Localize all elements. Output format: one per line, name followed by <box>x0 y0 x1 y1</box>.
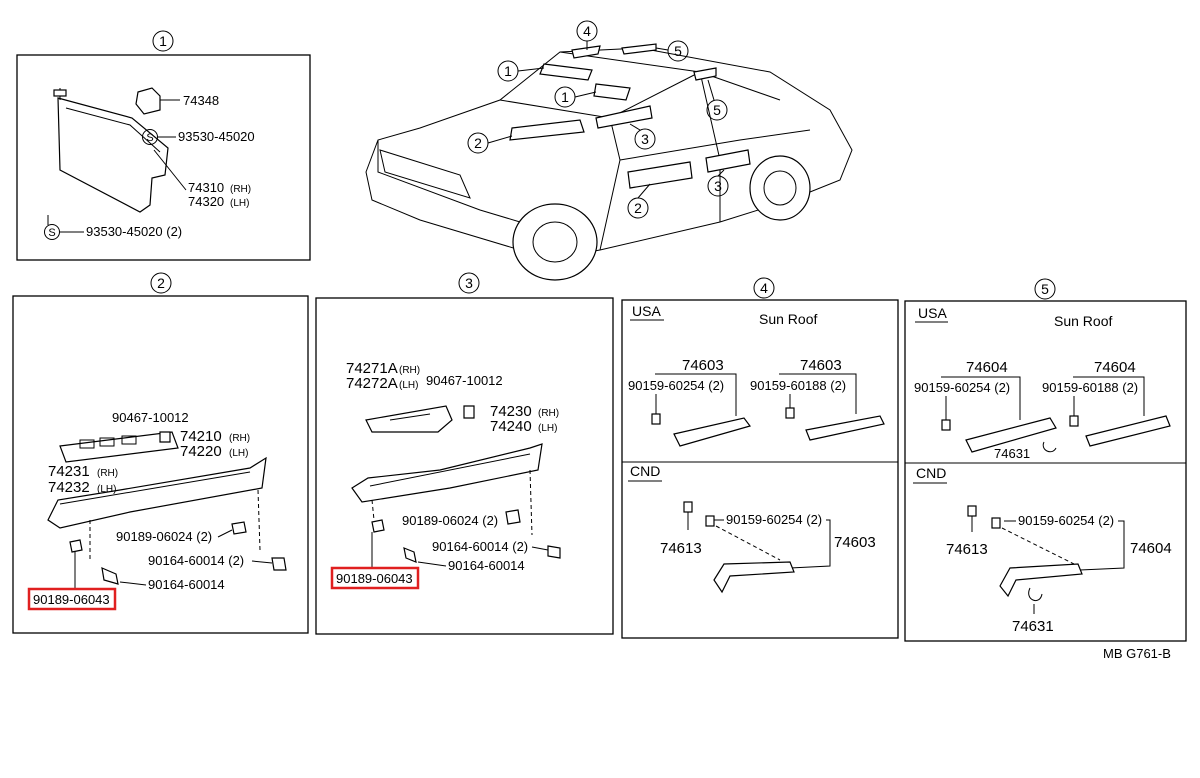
panel-5-frame <box>904 300 1187 642</box>
svg-text:2: 2 <box>474 135 482 151</box>
svg-text:1: 1 <box>159 33 167 49</box>
label-90164-60014: 90164-60014 <box>148 577 225 592</box>
panel-5-usa-drawing <box>941 396 1171 453</box>
label-74613-p5: 74613 <box>946 541 988 558</box>
panel-4-frame <box>621 299 899 639</box>
label-usa-p5: USA <box>918 305 947 321</box>
diagram-code: MB G761-B <box>1103 646 1171 661</box>
label-74271A: 74271A <box>346 360 398 377</box>
label-74231-rh: (RH) <box>97 468 118 479</box>
label-90164-60014-p3: 90164-60014 <box>448 558 525 573</box>
svg-text:4: 4 <box>583 23 591 39</box>
label-74271A-rh: (RH) <box>399 365 420 376</box>
s-mark-lower: S <box>44 224 60 240</box>
highlight-90189-06043-p3 <box>330 566 420 590</box>
label-cnd-p5: CND <box>916 465 946 481</box>
label-74232: 74232 <box>48 479 90 496</box>
label-74231: 74231 <box>48 463 90 480</box>
callout-4-header: 4 <box>753 277 775 299</box>
svg-text:1: 1 <box>561 89 569 105</box>
panel-3-frame <box>315 297 614 635</box>
label-74603-b: 74603 <box>800 357 842 374</box>
label-74604-a: 74604 <box>966 359 1008 376</box>
svg-text:S: S <box>146 132 153 144</box>
label-90159-60188-p4: 90159-60188 (2) <box>750 378 846 393</box>
label-74310: 74310 <box>188 180 224 195</box>
label-74604-cnd: 74604 <box>1130 540 1172 557</box>
svg-text:3: 3 <box>641 131 649 147</box>
label-90467-10012: 90467-10012 <box>112 410 189 425</box>
callout-1-header: 1 <box>152 30 174 52</box>
label-93530-45020-2: 93530-45020 (2) <box>86 224 182 239</box>
label-74230-rh: (RH) <box>538 408 559 419</box>
label-74603-a: 74603 <box>682 357 724 374</box>
sun-visor-drawing <box>47 87 187 225</box>
label-90164-60014-2-p3: 90164-60014 (2) <box>432 539 528 554</box>
panel-5-cnd-drawing <box>967 505 1083 614</box>
svg-text:2: 2 <box>634 200 642 216</box>
svg-text:5: 5 <box>1041 281 1049 297</box>
panel-1-frame <box>16 54 311 261</box>
label-74613-p4: 74613 <box>660 540 702 557</box>
label-74310-rh: (RH) <box>230 184 251 195</box>
label-74631-cnd: 74631 <box>1012 618 1054 635</box>
svg-text:5: 5 <box>674 43 682 59</box>
label-74210-rh: (RH) <box>229 433 250 444</box>
svg-text:5: 5 <box>713 102 721 118</box>
svg-text:S: S <box>48 227 55 239</box>
label-74603-cnd: 74603 <box>834 534 876 551</box>
callout-3-header: 3 <box>458 272 480 294</box>
label-74220-lh: (LH) <box>229 448 248 459</box>
s-mark-upper: S <box>142 129 158 145</box>
label-74272A: 74272A <box>346 375 398 392</box>
panel-3-drawing <box>351 405 561 563</box>
label-74320-lh: (LH) <box>230 198 249 209</box>
callout-5-header: 5 <box>1034 278 1056 300</box>
label-90189-06024: 90189-06024 (2) <box>116 529 212 544</box>
label-sunroof-p4: Sun Roof <box>759 311 817 327</box>
highlight-90189-06043-p2 <box>27 587 117 611</box>
panel-4-usa-drawing <box>651 394 885 447</box>
svg-text:1: 1 <box>504 63 512 79</box>
svg-text:3: 3 <box>714 178 722 194</box>
label-usa-p4: USA <box>632 303 661 319</box>
label-74320: 74320 <box>188 194 224 209</box>
label-74631-usa: 74631 <box>994 446 1030 461</box>
car-illustration <box>365 43 853 281</box>
panel-2-drawing <box>47 431 287 585</box>
label-90159-60254-p5: 90159-60254 (2) <box>914 380 1010 395</box>
label-74220: 74220 <box>180 443 222 460</box>
label-74210: 74210 <box>180 428 222 445</box>
panel-4-cnd-drawing <box>683 501 795 594</box>
label-93530-45020: 93530-45020 <box>178 129 255 144</box>
label-90189-06024-p3: 90189-06024 (2) <box>402 513 498 528</box>
label-74240-lh: (LH) <box>538 423 557 434</box>
label-90159-60254-cnd-p5: 90159-60254 (2) <box>1018 513 1114 528</box>
svg-text:2: 2 <box>157 275 165 291</box>
label-90189-06043-p2: 90189-06043 <box>33 592 110 607</box>
label-90467-10012-p3: 90467-10012 <box>426 373 503 388</box>
label-74272A-lh: (LH) <box>399 380 418 391</box>
label-74604-b: 74604 <box>1094 359 1136 376</box>
label-90189-06043-p3: 90189-06043 <box>336 571 413 586</box>
svg-text:3: 3 <box>465 275 473 291</box>
label-90159-60254-cnd-p4: 90159-60254 (2) <box>726 512 822 527</box>
label-sunroof-p5: Sun Roof <box>1054 313 1112 329</box>
label-74230: 74230 <box>490 403 532 420</box>
label-74232-lh: (LH) <box>97 484 116 495</box>
callout-2-header: 2 <box>150 272 172 294</box>
svg-text:4: 4 <box>760 280 768 296</box>
label-74348: 74348 <box>183 93 219 108</box>
label-90159-60188-p5: 90159-60188 (2) <box>1042 380 1138 395</box>
label-90159-60254-p4: 90159-60254 (2) <box>628 378 724 393</box>
label-90164-60014-2: 90164-60014 (2) <box>148 553 244 568</box>
car-callouts: 1 1 4 5 5 2 3 2 3 <box>467 20 729 219</box>
label-cnd-p4: CND <box>630 463 660 479</box>
panel-2-frame <box>12 295 309 634</box>
label-74240: 74240 <box>490 418 532 435</box>
